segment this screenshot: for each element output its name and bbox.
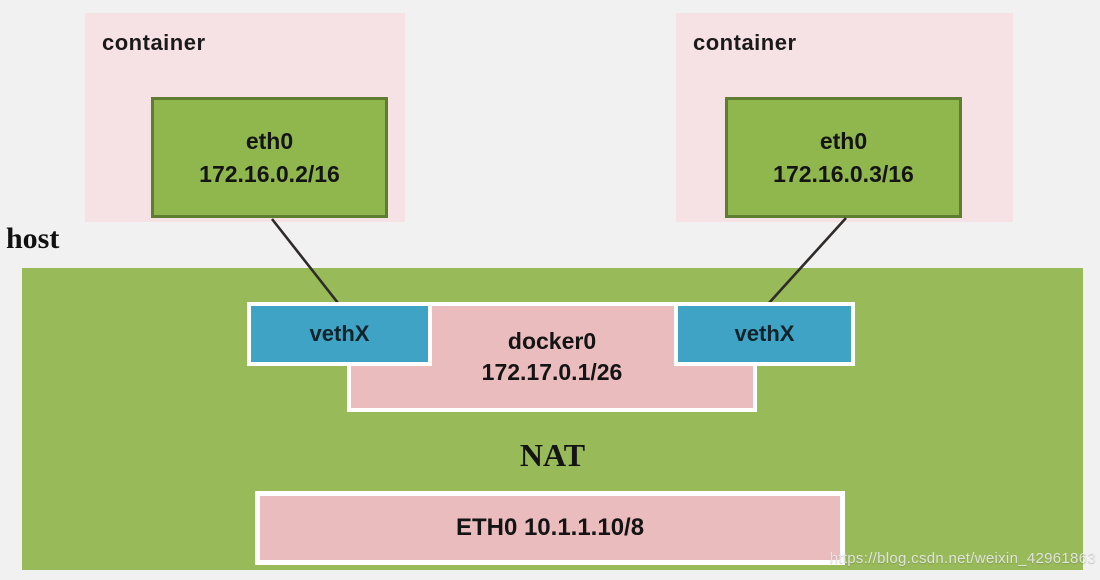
iface-ip: 172.16.0.2/16	[199, 160, 340, 187]
container-label: container	[693, 30, 797, 55]
nat-label: NAT	[519, 437, 586, 473]
iface-ip: 172.16.0.3/16	[773, 160, 914, 187]
container-box-right: container eth0 172.16.0.3/16	[676, 13, 1013, 222]
veth-label: vethX	[734, 321, 795, 346]
host-eth0-label: ETH0 10.1.1.10/8	[455, 514, 645, 541]
iface-name: eth0	[245, 127, 294, 154]
container-right-eth0-box: eth0 172.16.0.3/16	[725, 97, 962, 218]
veth-box-left: vethX	[247, 302, 432, 366]
container-box-left: container eth0 172.16.0.2/16	[85, 13, 405, 222]
veth-box-right: vethX	[674, 302, 855, 366]
host-label: host	[6, 222, 60, 255]
container-label: container	[102, 30, 206, 55]
veth-label: vethX	[309, 321, 370, 346]
host-eth0-box: ETH0 10.1.1.10/8	[255, 491, 845, 565]
iface-name: eth0	[819, 127, 868, 154]
bridge-name: docker0	[507, 328, 597, 354]
bridge-ip: 172.17.0.1/26	[481, 359, 623, 385]
watermark-text: https://blog.csdn.net/weixin_42961863	[829, 550, 1096, 567]
container-left-eth0-box: eth0 172.16.0.2/16	[151, 97, 388, 218]
